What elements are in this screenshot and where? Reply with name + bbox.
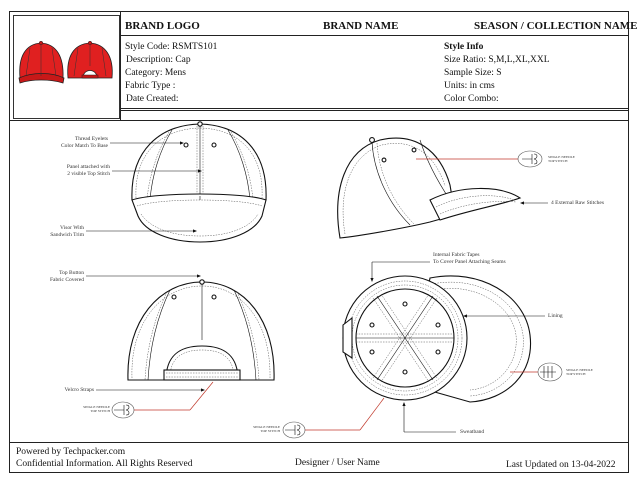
sample-size: Sample Size: S xyxy=(444,68,502,78)
brand-name-label: BRAND NAME xyxy=(323,20,399,32)
brand-logo-label: BRAND LOGO xyxy=(125,20,200,32)
cap-underside-view xyxy=(342,275,532,403)
color-combo: Color Combo: xyxy=(444,94,499,104)
stitch-tag-back: Single NeedleTop Stitch xyxy=(83,405,110,413)
style-fabric: Fabric Type : xyxy=(125,81,176,91)
style-info-title: Style Info xyxy=(444,42,484,52)
season-label: SEASON / COLLECTION NAME xyxy=(474,20,638,32)
cap-side-view xyxy=(337,137,522,239)
cap-back-view xyxy=(127,279,275,381)
stitch-callouts xyxy=(111,150,563,439)
footer-updated: Last Updated on 13-04-2022 xyxy=(506,460,616,470)
style-date: Date Created: xyxy=(126,94,179,104)
footer-top-line xyxy=(9,442,629,443)
red-cap-image xyxy=(18,40,113,84)
callout-velcro: Velcro Straps xyxy=(64,387,94,393)
style-code: Style Code: RSMTS101 xyxy=(125,42,218,52)
cap-thumbnail xyxy=(13,15,120,119)
stitch-tag-side: Single NeedleTop Stitch xyxy=(548,155,575,163)
style-description: Description: Cap xyxy=(126,55,191,65)
units: Units: in cms xyxy=(444,81,495,91)
stitch-tag-lining: Single NeedleTop Stitch xyxy=(566,368,593,376)
footer-confidential: Confidential Information. All Rights Res… xyxy=(16,459,193,469)
callout-sweatband: Sweatband xyxy=(460,429,485,435)
callout-leaders xyxy=(86,141,548,433)
style-info: Style Info Size Ratio: S,M,L,XL,XXL Samp… xyxy=(444,41,550,106)
stitch-tag-sweatband: Single NeedleTop Stitch xyxy=(253,425,280,433)
footer-powered: Powered by Techpacker.com xyxy=(16,447,126,457)
footer-designer: Designer / User Name xyxy=(295,458,380,468)
cap-front-view xyxy=(131,121,267,243)
style-details: Style Code: RSMTS101 Description: Cap Ca… xyxy=(125,41,217,106)
callout-external-stitches: 4 External Raw Stitches xyxy=(551,200,605,206)
callout-lining: Lining xyxy=(548,313,563,319)
header-divider-3 xyxy=(120,110,629,111)
techpack-frame xyxy=(9,11,629,473)
style-category: Category: Mens xyxy=(125,68,186,78)
header-divider-2 xyxy=(120,108,629,109)
size-ratio: Size Ratio: S,M,L,XL,XXL xyxy=(444,55,550,65)
header-divider-1 xyxy=(120,35,629,36)
header-bottom-line xyxy=(9,120,629,121)
header-divider-vertical xyxy=(120,11,121,120)
